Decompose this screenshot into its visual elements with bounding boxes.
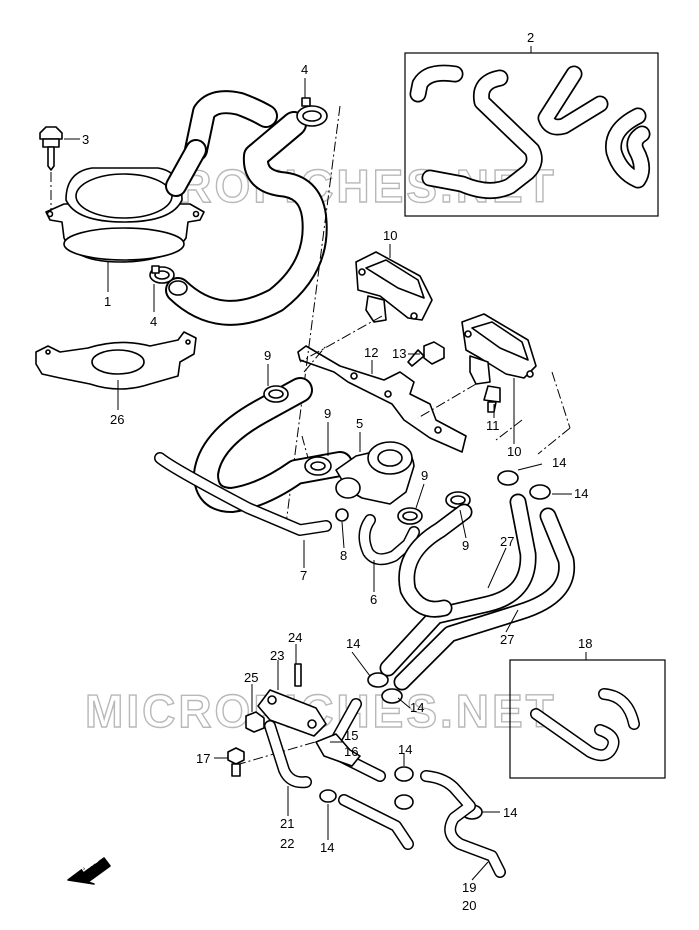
part-10-reed-valve-upper	[355, 251, 433, 323]
callout-14-b: 14	[574, 486, 588, 501]
leader-lines	[64, 78, 572, 881]
callout-18: 18	[578, 636, 592, 651]
part-8-cap	[335, 508, 349, 522]
callout-14-f: 14	[320, 840, 334, 855]
callout-14-d: 14	[410, 700, 424, 715]
callout-14-e: 14	[398, 742, 412, 757]
callout-26: 26	[110, 412, 124, 427]
part-25-nut	[245, 711, 265, 733]
callout-numbers: 2 3 4 1 4 26 10 12 13 9 11 10 9 5 9 9 8 …	[82, 30, 592, 913]
part-9-clamps	[263, 385, 471, 525]
main-air-hose	[165, 90, 328, 326]
part-4-clamp-lower	[149, 265, 175, 284]
callout-6: 6	[370, 592, 377, 607]
part-11-bolt	[483, 385, 501, 413]
inset-box-hoses-2	[404, 46, 659, 217]
part-26-bracket	[35, 331, 197, 390]
callout-10-lower: 10	[507, 444, 521, 459]
callout-10-upper: 10	[383, 228, 397, 243]
callout-14-a: 14	[552, 455, 566, 470]
callout-27-b: 27	[500, 632, 514, 647]
callout-11: 11	[486, 418, 500, 433]
callout-14-c: 14	[346, 636, 360, 651]
callout-2: 2	[527, 30, 534, 45]
callout-15: 15	[344, 728, 358, 743]
callout-9-b: 9	[324, 406, 331, 421]
inset-box-hose-18	[509, 652, 666, 779]
callout-21: 21	[280, 816, 294, 831]
part-1-air-cleaner-canister	[45, 167, 205, 263]
callout-3: 3	[82, 132, 89, 147]
callout-22: 22	[280, 836, 294, 851]
part-27-hoses	[379, 493, 576, 691]
part-17-bolt	[227, 747, 245, 777]
part-12-bracket	[297, 345, 467, 453]
callout-9-d: 9	[462, 538, 469, 553]
part-4-clamp-top	[296, 97, 328, 127]
hose-cluster-left	[154, 377, 420, 566]
callout-13: 13	[392, 346, 406, 361]
callout-5: 5	[356, 416, 363, 431]
callout-9-c: 9	[421, 468, 428, 483]
callout-27-a: 27	[500, 534, 514, 549]
callout-8: 8	[340, 548, 347, 563]
callout-19: 19	[462, 880, 476, 895]
part-3-bolt	[39, 126, 63, 212]
callout-24: 24	[288, 630, 302, 645]
forward-direction-arrow: FWD	[67, 854, 111, 885]
callout-17: 17	[196, 751, 210, 766]
part-10-reed-valve-lower	[461, 313, 537, 385]
callout-4-lower: 4	[150, 314, 157, 329]
callout-20: 20	[462, 898, 476, 913]
part-24-stud	[294, 663, 302, 687]
callout-14-g: 14	[503, 805, 517, 820]
callout-4-top: 4	[301, 62, 308, 77]
callout-12: 12	[364, 345, 378, 360]
lower-air-pipes	[264, 698, 506, 878]
callout-25: 25	[244, 670, 258, 685]
part-5-air-valve	[335, 441, 415, 505]
callout-1: 1	[104, 294, 111, 309]
callout-9-a: 9	[264, 348, 271, 363]
callout-7: 7	[300, 568, 307, 583]
callout-23: 23	[270, 648, 284, 663]
callout-16: 16	[344, 744, 358, 759]
